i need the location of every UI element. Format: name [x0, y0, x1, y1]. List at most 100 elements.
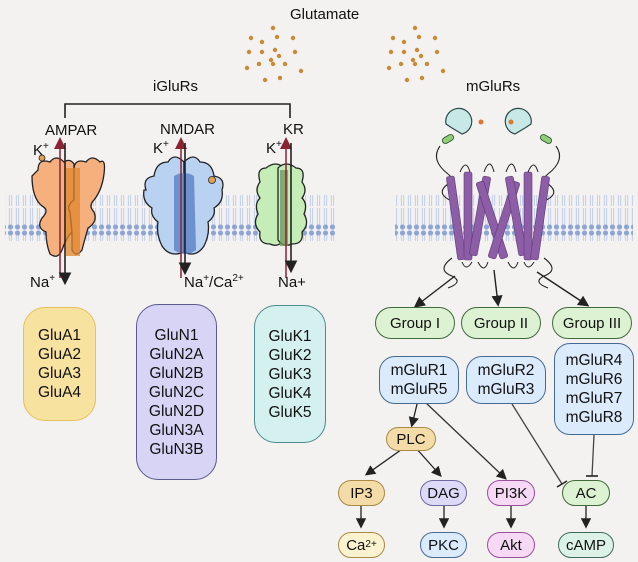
glutamate-dot — [270, 25, 276, 31]
glutamate-dot — [276, 53, 282, 59]
mglurs-label: mGluRs — [466, 78, 521, 95]
ion-charge: + — [163, 139, 169, 150]
ion-symbol: K — [153, 140, 164, 157]
subunit-item: GluA1 — [37, 327, 82, 344]
ac-node: AC — [562, 480, 610, 506]
ion-charge-2: 2+ — [232, 273, 244, 284]
glutamate-dot — [386, 65, 392, 71]
member-item: mGluR3 — [477, 381, 535, 398]
glutamate-dot — [434, 49, 440, 55]
ion-symbol-2: /Ca — [209, 274, 233, 291]
glutamate-dot — [398, 61, 404, 67]
subunit-item: GluK1 — [268, 327, 312, 345]
kr-k-ion-label: K+ — [266, 139, 282, 158]
glutamate-dot — [248, 35, 254, 41]
edge-group1-pi3k — [424, 401, 507, 480]
subunit-item: GluN3B — [149, 440, 204, 458]
glutamate-dot — [259, 39, 265, 45]
ion-symbol: Na — [30, 274, 50, 291]
pi3k-node: PI3K — [487, 480, 535, 506]
glutamate-dot — [262, 77, 268, 83]
glutamate-dot — [246, 49, 252, 55]
group-2-members-box: mGluR2 mGluR3 — [466, 356, 546, 404]
subunit-item: GluN2B — [149, 364, 204, 382]
glutamate-dot — [412, 61, 418, 67]
nmdar-channel-icon — [143, 156, 224, 255]
ion-symbol: Na+ — [278, 274, 306, 291]
subunit-item: GluA4 — [37, 384, 82, 401]
member-item: mGluR1 — [390, 362, 448, 379]
glutamate-dot — [440, 68, 446, 74]
dag-node: DAG — [420, 480, 467, 506]
group-1-members-box: mGluR1 mGluR5 — [379, 356, 459, 404]
ion-charge: + — [49, 273, 56, 284]
glutamate-dot — [432, 35, 438, 41]
glutamate-dot — [404, 77, 410, 83]
glutamate-dot — [268, 57, 274, 63]
arrow-to-group-2 — [491, 269, 503, 307]
member-item: mGluR5 — [390, 381, 448, 398]
kr-subunits-box: GluK1 GluK2 GluK3 GluK4 GluK5 — [254, 305, 326, 443]
subunit-item: GluA3 — [37, 365, 82, 382]
subunit-item: GluN1 — [154, 326, 199, 344]
ampar-label: AMPAR — [45, 122, 98, 139]
subunit-item: GluN2C — [148, 383, 205, 401]
glutamate-title: Glutamate — [290, 6, 360, 23]
iglurs-label: iGluRs — [153, 78, 199, 95]
subunit-item: GluA2 — [37, 346, 82, 363]
glutamate-dot — [410, 57, 416, 63]
ion-charge: + — [276, 139, 282, 150]
arrow-to-group-3 — [536, 271, 590, 307]
edge-group2-ac-inhibit — [511, 403, 568, 488]
member-item: mGluR6 — [565, 371, 623, 388]
arrow-to-group-1 — [413, 275, 456, 308]
glutamate-dot — [274, 34, 280, 40]
glutamate-dot — [290, 35, 296, 41]
subunit-item: GluK3 — [268, 365, 312, 383]
nmdar-label: NMDAR — [160, 121, 215, 138]
group-2-node: Group II — [461, 307, 541, 339]
ion-charge: + — [203, 273, 210, 284]
subunit-item: GluK2 — [268, 346, 312, 364]
edge-group1-plc — [408, 399, 419, 428]
nmdar-subunits-box: GluN1 GluN2A GluN2B GluN2C GluN2D GluN3A… — [136, 304, 217, 480]
edge-plc-dag — [414, 446, 442, 477]
glutamate-dot — [292, 49, 298, 55]
edge-plc-ip3 — [364, 446, 406, 476]
member-item: mGluR4 — [565, 352, 623, 369]
edge-group3-ac-inhibit — [586, 434, 598, 477]
glutamate-dot — [414, 47, 420, 53]
plc-node: PLC — [386, 427, 436, 451]
pkc-node: PKC — [420, 532, 467, 558]
kainate-receptor-icon — [254, 163, 308, 246]
glutamate-dot — [412, 25, 418, 31]
ion-symbol: K — [33, 142, 44, 159]
group-3-node: Group III — [552, 307, 632, 339]
glutamate-dot — [259, 49, 265, 55]
nmdar-k-ion-label: K+ — [153, 139, 169, 158]
glutamate-dot — [282, 61, 288, 67]
nmdar-na-ca-ion-label: Na+/Ca2+ — [184, 273, 244, 292]
ampar-channel-icon — [31, 154, 106, 257]
glutamate-dot — [424, 61, 430, 67]
ampar-subunits-box: GluA1 GluA2 GluA3 GluA4 — [23, 307, 96, 421]
glutamate-dot — [298, 68, 304, 74]
member-item: mGluR2 — [477, 362, 535, 379]
ip3-node: IP3 — [338, 480, 385, 506]
ion-charge: + — [43, 141, 49, 152]
ampar-k-ion-label: K+ — [33, 141, 49, 160]
subunit-item: GluN3A — [149, 421, 204, 439]
glutamate-dot — [416, 34, 422, 40]
subunit-item: GluN2A — [149, 345, 204, 363]
glutamate-dot — [277, 75, 283, 81]
ion-symbol: Ca — [346, 536, 366, 554]
group-3-members-box: mGluR4 mGluR6 mGluR7 mGluR8 — [554, 343, 634, 435]
subunit-item: GluK4 — [268, 384, 312, 402]
akt-node: Akt — [487, 532, 535, 558]
kr-label: KR — [283, 121, 304, 138]
mglur-dimer-icon — [435, 107, 561, 289]
glutamate-dot — [270, 61, 276, 67]
glutamate-dot — [419, 75, 425, 81]
